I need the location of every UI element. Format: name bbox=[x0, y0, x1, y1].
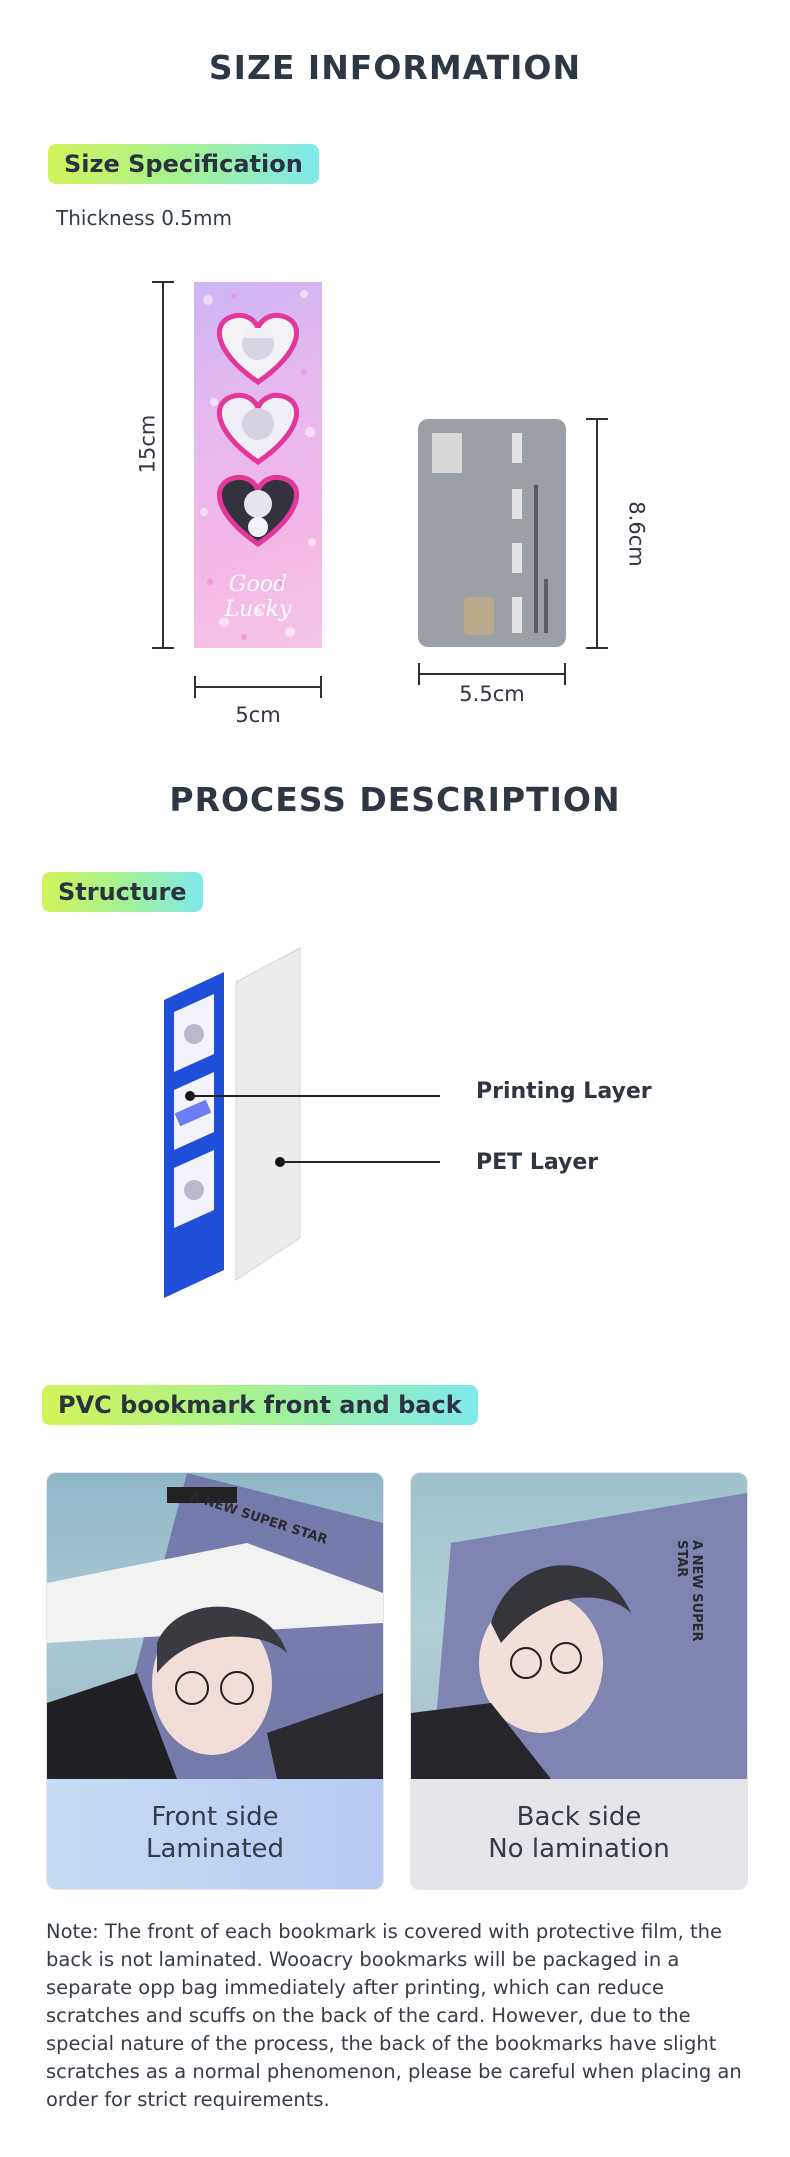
pvc-bookmark-tag: PVC bookmark front and back bbox=[42, 1385, 478, 1425]
printing-layer-leader bbox=[190, 1095, 440, 1097]
back-caption-box: Back side No lamination bbox=[411, 1779, 747, 1889]
bookmark-height-line bbox=[162, 282, 164, 648]
pet-layer-leader bbox=[280, 1161, 440, 1163]
back-side-photo: A NEW SUPER STAR bbox=[411, 1473, 747, 1779]
card-width-line bbox=[418, 673, 566, 675]
card-stripe bbox=[512, 597, 522, 633]
card-chip bbox=[464, 597, 494, 635]
card-width-cap-right bbox=[564, 663, 566, 685]
front-caption-line2: Laminated bbox=[145, 1834, 285, 1864]
card-height-label: 8.6cm bbox=[624, 501, 649, 567]
bookmark-caption: Good Lucky bbox=[224, 572, 292, 622]
note-paragraph: Note: The front of each bookmark is cove… bbox=[46, 1920, 742, 2111]
front-photo-art bbox=[47, 1473, 383, 1779]
bookmark-width-cap-left bbox=[194, 676, 196, 698]
bookmark-width-line bbox=[194, 686, 322, 688]
card-stripe bbox=[512, 433, 522, 463]
size-information-title: SIZE INFORMATION bbox=[208, 48, 582, 87]
size-specification-tag: Size Specification bbox=[48, 144, 319, 184]
bookmark-width-label: 5cm bbox=[235, 703, 281, 727]
pet-layer-label: PET Layer bbox=[476, 1150, 599, 1175]
bookmark-height-cap-top bbox=[152, 281, 174, 283]
back-side-card: A NEW SUPER STAR Back side No lamination bbox=[410, 1472, 748, 1890]
card-width-label: 5.5cm bbox=[459, 682, 525, 706]
front-side-photo: A NEW SUPER STAR bbox=[47, 1473, 383, 1779]
back-photo-text: A NEW SUPER STAR bbox=[674, 1540, 704, 1642]
bookmark-height-label: 15cm bbox=[135, 414, 160, 474]
bookmark-artwork bbox=[200, 290, 316, 640]
card-magnetic-line bbox=[534, 485, 538, 633]
card-stripe bbox=[512, 489, 522, 519]
structure-tag: Structure bbox=[42, 872, 203, 912]
card-height-line bbox=[596, 419, 598, 648]
bookmark-height-cap-bottom bbox=[152, 647, 174, 649]
card-image bbox=[418, 419, 566, 647]
card-block bbox=[432, 433, 462, 473]
back-photo-art bbox=[411, 1493, 747, 1779]
card-width-cap-left bbox=[418, 663, 420, 685]
bookmark-image: Good Lucky bbox=[194, 282, 322, 648]
process-description-title: PROCESS DESCRIPTION bbox=[169, 780, 621, 819]
structure-illustration bbox=[164, 947, 301, 1298]
back-caption-line1: Back side bbox=[516, 1802, 642, 1832]
printing-layer-label: Printing Layer bbox=[476, 1079, 652, 1104]
front-side-card: A NEW SUPER STAR Front side Laminated bbox=[46, 1472, 384, 1890]
card-magnetic-line bbox=[544, 579, 548, 633]
bookmark-width-cap-right bbox=[320, 676, 322, 698]
card-height-cap-top bbox=[586, 418, 608, 420]
front-caption-line1: Front side bbox=[151, 1802, 279, 1832]
thickness-label: Thickness 0.5mm bbox=[56, 206, 232, 230]
back-caption-line2: No lamination bbox=[488, 1834, 670, 1864]
card-height-cap-bottom bbox=[586, 647, 608, 649]
card-stripe bbox=[512, 543, 522, 573]
front-caption-box: Front side Laminated bbox=[47, 1779, 383, 1889]
